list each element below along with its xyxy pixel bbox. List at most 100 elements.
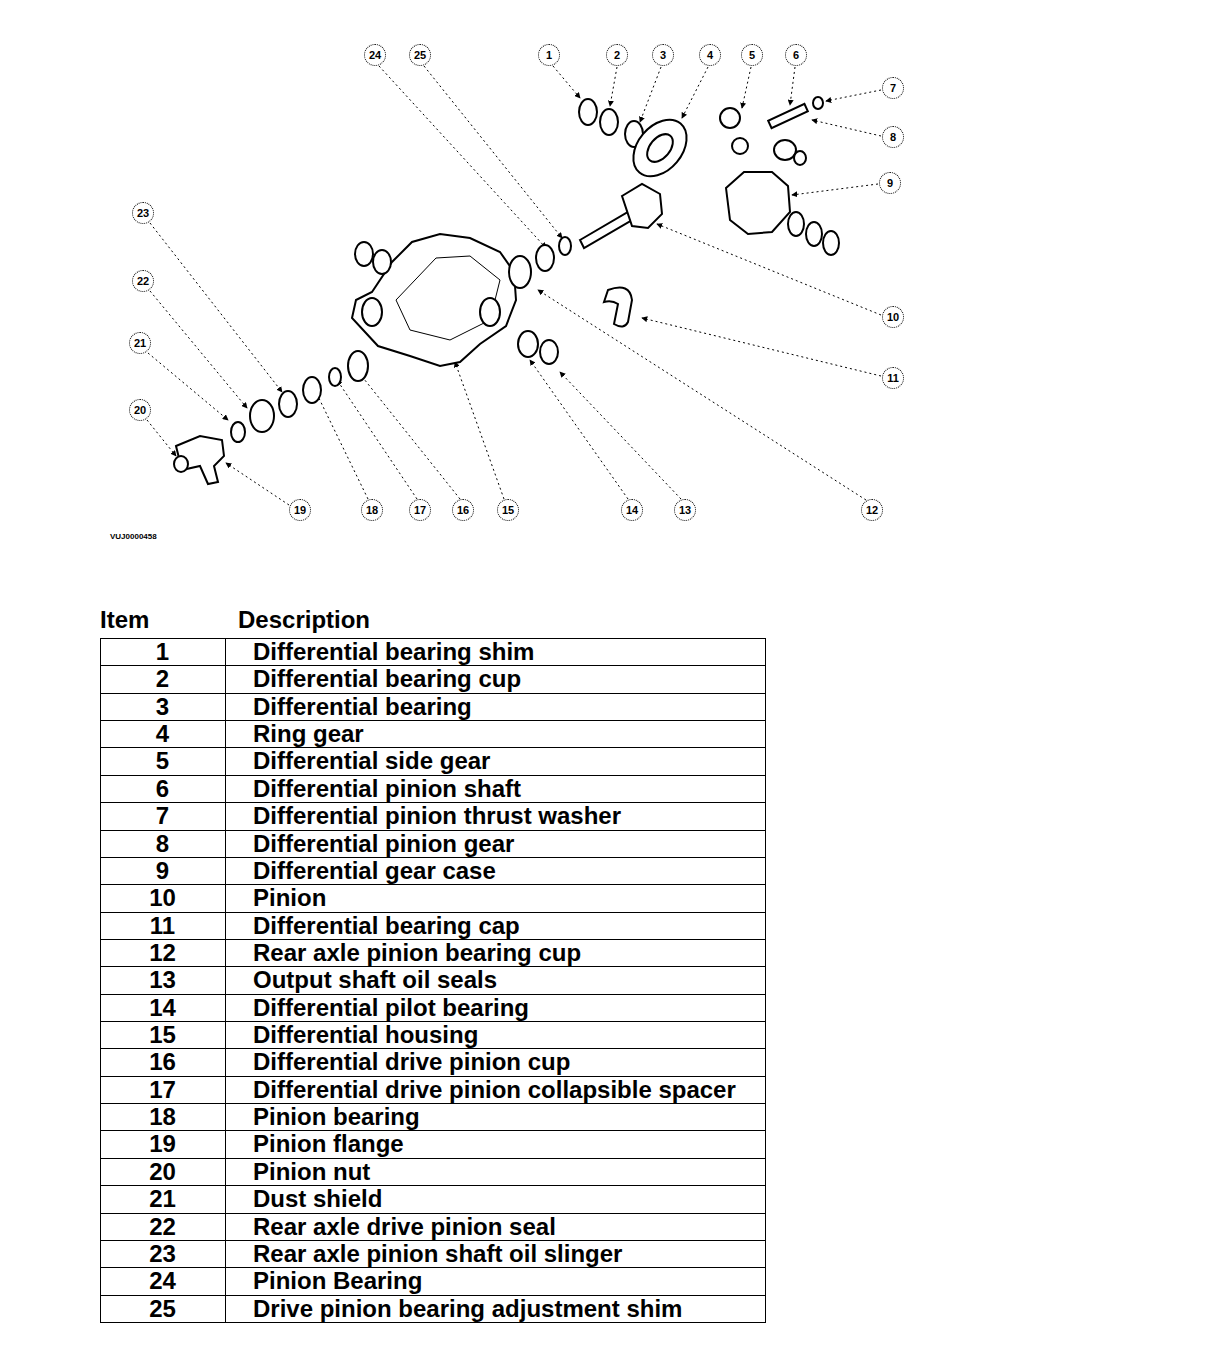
part-description: Rear axle drive pinion seal	[253, 1213, 556, 1240]
part-description: Differential pinion gear	[253, 830, 514, 857]
case-ring	[823, 231, 839, 255]
callout-number: 17	[409, 499, 431, 521]
ring-gear-bore	[642, 129, 678, 166]
callout-number: 4	[699, 44, 721, 66]
oil-slinger	[279, 391, 297, 417]
part-description: Rear axle pinion shaft oil slinger	[253, 1240, 622, 1267]
callout-number: 19	[289, 499, 311, 521]
part-description: Differential bearing	[253, 693, 472, 720]
oil-seal	[540, 340, 558, 364]
leader-line	[360, 374, 460, 499]
item-number: 4	[100, 720, 225, 747]
table-header: Item	[100, 606, 149, 634]
table-header: Description	[238, 606, 370, 634]
collapsible-spacer	[329, 368, 341, 386]
callout-number: 9	[879, 172, 901, 194]
item-number: 23	[100, 1240, 225, 1267]
case-ring	[806, 222, 822, 246]
bearing-cap	[604, 288, 632, 327]
leader-line	[226, 463, 289, 505]
part-description: Rear axle pinion bearing cup	[253, 939, 581, 966]
part-description: Pinion nut	[253, 1158, 370, 1185]
item-number: 18	[100, 1103, 225, 1130]
item-number: 1	[100, 638, 225, 665]
pinion-bearing-cup	[509, 256, 531, 288]
side-gear	[720, 108, 740, 128]
item-number: 12	[100, 939, 225, 966]
callout-number: 23	[132, 202, 154, 224]
part-description: Differential drive pinion cup	[253, 1048, 570, 1075]
item-number: 9	[100, 857, 225, 884]
leader-line	[379, 66, 546, 248]
item-number: 13	[100, 966, 225, 993]
case-ring	[788, 212, 804, 236]
item-number: 24	[100, 1267, 225, 1294]
part-description: Ring gear	[253, 720, 364, 747]
housing-detail	[396, 256, 500, 340]
table-rows	[100, 666, 766, 1296]
leader-line	[530, 360, 628, 499]
dust-shield	[231, 422, 245, 442]
table-rule	[100, 884, 766, 885]
item-number: 19	[100, 1130, 225, 1157]
seal-ring	[355, 242, 373, 266]
pinion-nut	[174, 456, 188, 472]
item-number: 20	[100, 1158, 225, 1185]
table-rule	[100, 1130, 766, 1131]
part-description: Differential bearing shim	[253, 638, 534, 665]
leader-line	[424, 66, 562, 238]
table-rule	[100, 1158, 766, 1159]
leader-line	[150, 223, 282, 392]
part-description: Pinion Bearing	[253, 1267, 422, 1294]
table-rule	[100, 1267, 766, 1268]
parts	[174, 97, 839, 484]
leader-line	[337, 380, 417, 499]
leader-line	[148, 353, 228, 420]
callout-number: 21	[129, 332, 151, 354]
leader-line	[812, 120, 881, 136]
part-description: Differential side gear	[253, 747, 490, 774]
item-number: 6	[100, 775, 225, 802]
callout-number: 2	[606, 44, 628, 66]
part-description: Differential housing	[253, 1021, 478, 1048]
callout-number: 14	[621, 499, 643, 521]
adjustment-shim	[559, 237, 571, 255]
callout-number: 20	[129, 399, 151, 421]
item-number: 14	[100, 994, 225, 1021]
callout-number: 22	[132, 270, 154, 292]
pilot-bearing	[518, 331, 538, 357]
leader-line	[455, 362, 504, 499]
leader-line	[553, 66, 580, 98]
part-description: Differential pinion thrust washer	[253, 802, 621, 829]
callout-number: 25	[409, 44, 431, 66]
item-number: 10	[100, 884, 225, 911]
bearing-cup	[600, 109, 618, 135]
part-description: Pinion flange	[253, 1130, 404, 1157]
part-description: Drive pinion bearing adjustment shim	[253, 1295, 682, 1322]
part-description: Dust shield	[253, 1185, 382, 1212]
table-rule	[100, 1185, 766, 1186]
pinion-gear	[794, 151, 806, 165]
callout-number: 8	[882, 126, 904, 148]
pinion-shaft	[768, 104, 808, 128]
leader-line	[742, 67, 751, 108]
item-number: 3	[100, 693, 225, 720]
leader-line	[147, 420, 176, 456]
pinion-shaft	[580, 212, 632, 248]
item-number: 7	[100, 802, 225, 829]
item-number: 25	[100, 1295, 225, 1322]
part-description: Differential pinion shaft	[253, 775, 521, 802]
part-description: Differential pilot bearing	[253, 994, 529, 1021]
pinion-gear	[774, 140, 796, 160]
callout-number: 10	[882, 306, 904, 328]
item-number: 15	[100, 1021, 225, 1048]
housing-boss	[480, 298, 500, 326]
callout-number: 3	[652, 44, 674, 66]
leader-line	[826, 90, 881, 101]
side-gear	[732, 138, 748, 154]
item-number: 16	[100, 1048, 225, 1075]
leader-line	[657, 224, 881, 315]
ring-gear	[623, 109, 698, 186]
